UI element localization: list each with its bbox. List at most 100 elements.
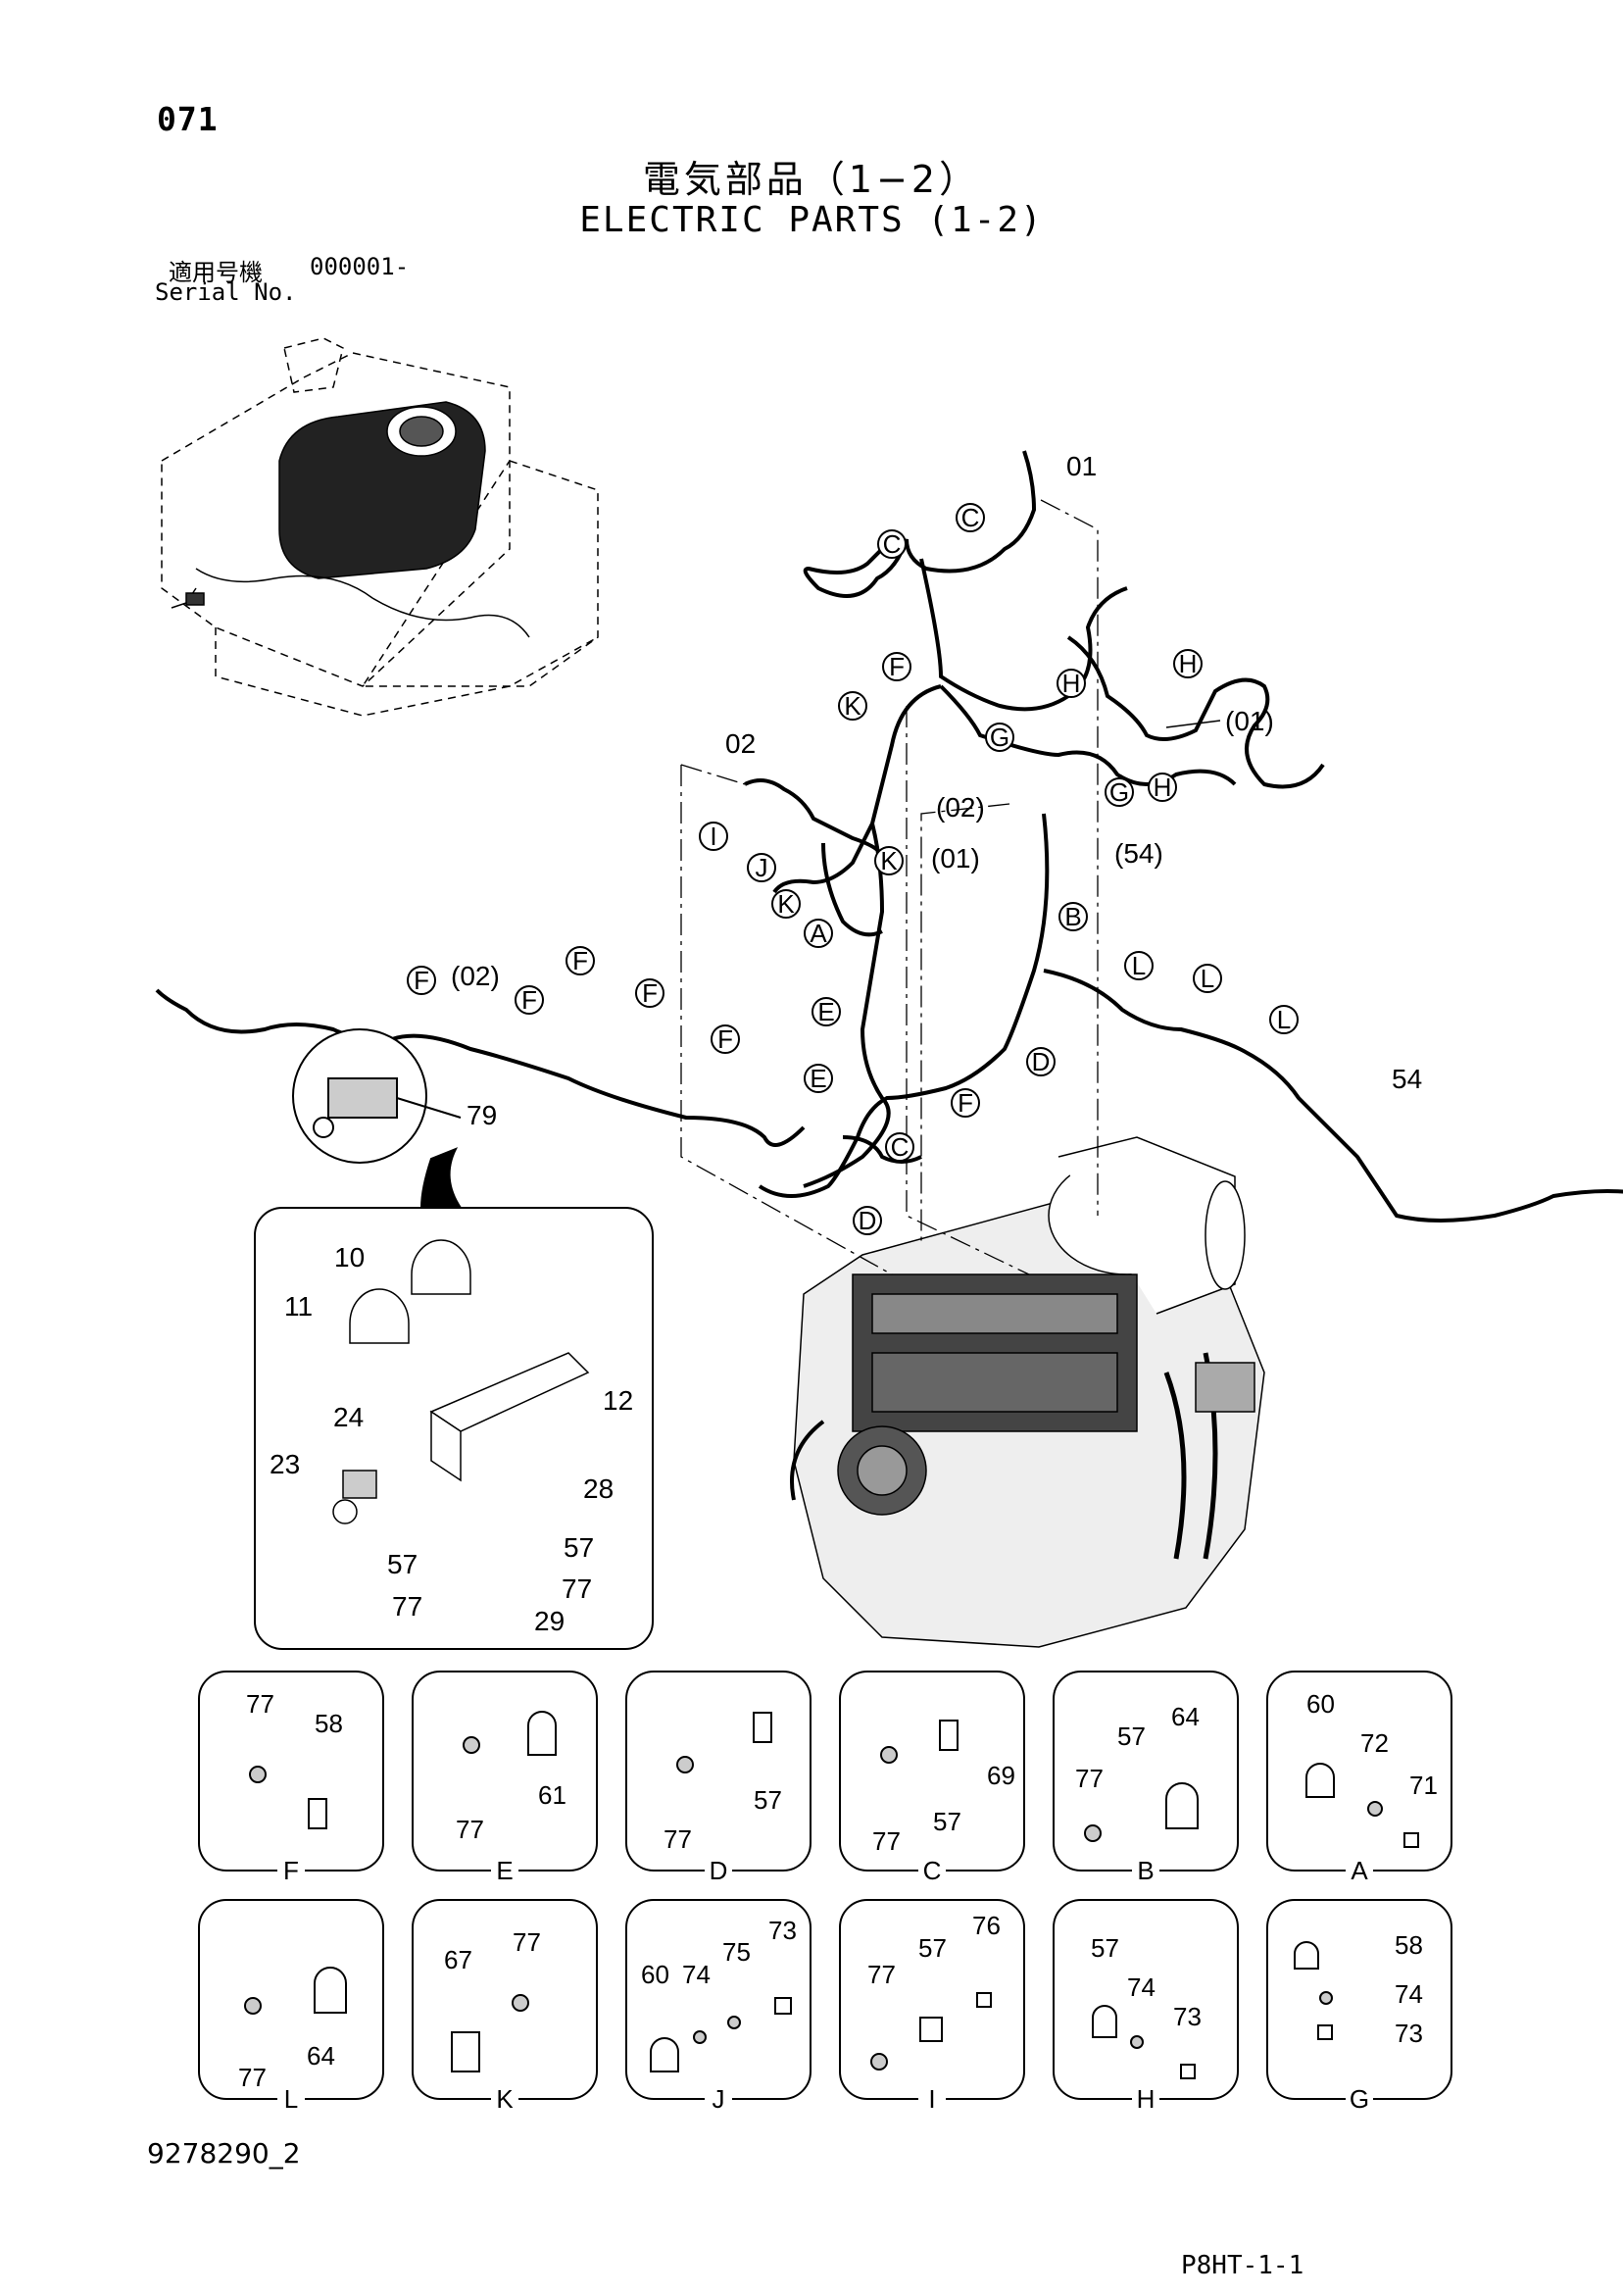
svg-text:K: K xyxy=(777,889,795,919)
clamp-marker-a: A xyxy=(804,919,833,948)
callout-01-ref-mid: (01) xyxy=(931,843,980,873)
svg-text:77: 77 xyxy=(872,1826,901,1856)
svg-text:I: I xyxy=(710,822,716,851)
clamp-marker-f5: F xyxy=(515,985,544,1015)
page-number: 071 xyxy=(157,100,219,138)
clamp-marker-f7: F xyxy=(711,1024,740,1054)
title-english: ELECTRIC PARTS (1-2) xyxy=(579,200,1044,240)
svg-text:C: C xyxy=(891,1132,910,1162)
svg-text:10: 10 xyxy=(334,1242,365,1273)
clamp-marker-k2: K xyxy=(874,846,904,875)
svg-text:H: H xyxy=(1062,669,1081,698)
svg-text:72: 72 xyxy=(1360,1728,1389,1758)
svg-text:77: 77 xyxy=(867,1960,896,1989)
svg-text:K: K xyxy=(880,846,898,875)
clamp-marker-e2: E xyxy=(804,1064,833,1093)
clamp-marker-d4: D xyxy=(853,1206,882,1235)
svg-text:F: F xyxy=(283,1856,299,1885)
svg-text:L: L xyxy=(1132,951,1146,980)
detail-e: 77 61 E xyxy=(412,1671,598,1885)
clamp-marker-h: H xyxy=(1057,669,1086,698)
svg-text:H: H xyxy=(1137,2084,1156,2114)
svg-text:77: 77 xyxy=(562,1573,592,1604)
svg-text:60: 60 xyxy=(1306,1689,1335,1719)
svg-text:12: 12 xyxy=(603,1385,633,1416)
svg-text:74: 74 xyxy=(682,1960,711,1989)
svg-text:H: H xyxy=(1154,773,1172,802)
svg-text:76: 76 xyxy=(972,1911,1001,1940)
detail-views: 77 58 F 77 61 E 77 57 D xyxy=(198,1671,1452,2114)
clamp-marker-f4: F xyxy=(566,946,595,975)
clamp-marker-f3: F xyxy=(407,966,436,995)
svg-text:77: 77 xyxy=(1075,1764,1104,1793)
svg-text:F: F xyxy=(572,946,588,975)
svg-text:F: F xyxy=(889,652,905,681)
svg-text:23: 23 xyxy=(270,1449,300,1479)
svg-text:E: E xyxy=(817,997,834,1026)
detail-b: 77 57 64 B xyxy=(1053,1671,1239,1885)
svg-text:G: G xyxy=(1350,2084,1369,2114)
svg-text:57: 57 xyxy=(918,1933,947,1963)
svg-text:F: F xyxy=(958,1088,973,1118)
serial-label-japanese: 適用号機 xyxy=(169,259,263,286)
clamp-marker-j: J xyxy=(747,853,776,882)
detail-i: 77 57 76 I xyxy=(839,1899,1025,2114)
svg-text:D: D xyxy=(1032,1047,1051,1076)
drawing-number: 9278290_2 xyxy=(147,2137,301,2170)
clamp-markers: C C F H H K G G H I J K K A B L L L E E … xyxy=(407,503,1299,1235)
clamp-marker-f: F xyxy=(882,652,911,681)
svg-text:77: 77 xyxy=(238,2063,267,2092)
callout-02-ref-left: (02) xyxy=(451,961,500,991)
clamp-marker-g: G xyxy=(985,723,1014,752)
clamp-marker-k: K xyxy=(838,691,867,721)
title-japanese: 電気部品（1−2） xyxy=(642,158,981,201)
engine-illustration xyxy=(790,1136,1265,1648)
svg-text:77: 77 xyxy=(392,1591,422,1622)
detail-l: 77 64 L xyxy=(198,1899,384,2114)
svg-text:28: 28 xyxy=(583,1473,614,1504)
clamp-marker-g2: G xyxy=(1105,777,1134,807)
svg-text:F: F xyxy=(642,978,658,1008)
wiring-harness xyxy=(155,450,1623,1223)
svg-text:73: 73 xyxy=(1395,2019,1423,2048)
svg-text:K: K xyxy=(844,691,861,721)
svg-text:77: 77 xyxy=(456,1815,484,1844)
svg-text:57: 57 xyxy=(387,1549,418,1579)
svg-text:K: K xyxy=(496,2084,514,2114)
svg-text:77: 77 xyxy=(664,1824,692,1854)
svg-text:A: A xyxy=(810,919,827,948)
svg-text:74: 74 xyxy=(1395,1979,1423,2009)
machine-overview-inset xyxy=(161,337,599,717)
detail-c: 77 57 69 C xyxy=(839,1671,1025,1885)
svg-text:J: J xyxy=(756,853,768,882)
callout-79: 79 xyxy=(467,1100,497,1130)
callout-01-ref-top: (01) xyxy=(1225,706,1274,736)
detail-h: 57 74 73 H xyxy=(1053,1899,1239,2114)
svg-text:I: I xyxy=(928,2084,935,2114)
callout-02: 02 xyxy=(725,728,756,759)
svg-text:H: H xyxy=(1179,649,1198,678)
svg-text:58: 58 xyxy=(315,1709,343,1738)
svg-text:D: D xyxy=(710,1856,728,1885)
svg-text:A: A xyxy=(1351,1856,1368,1885)
svg-text:G: G xyxy=(1109,777,1129,807)
svg-text:75: 75 xyxy=(722,1937,751,1967)
callout-01: 01 xyxy=(1066,451,1097,481)
clamp-marker-e: E xyxy=(812,997,841,1026)
svg-text:77: 77 xyxy=(513,1927,541,1957)
clamp-marker-k3: K xyxy=(771,889,801,919)
callout-54: 54 xyxy=(1392,1064,1422,1094)
svg-text:57: 57 xyxy=(754,1785,782,1815)
svg-text:77: 77 xyxy=(246,1689,274,1719)
svg-text:L: L xyxy=(1277,1005,1291,1034)
svg-text:G: G xyxy=(990,723,1009,752)
svg-text:57: 57 xyxy=(1117,1722,1146,1751)
svg-text:29: 29 xyxy=(534,1606,565,1636)
svg-text:61: 61 xyxy=(538,1780,566,1810)
detail-f: 77 58 F xyxy=(198,1671,384,1885)
detail-g: 58 74 73 G xyxy=(1266,1899,1452,2114)
svg-text:C: C xyxy=(923,1856,942,1885)
detail-box: 10 11 12 24 23 28 57 57 77 77 29 xyxy=(254,1207,654,1650)
clamp-marker-d2: C xyxy=(956,503,985,532)
